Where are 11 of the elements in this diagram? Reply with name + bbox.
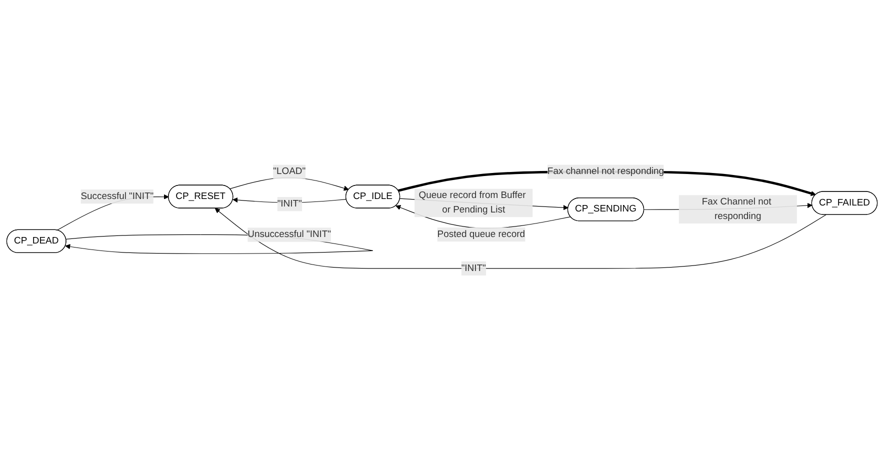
edge-label: Fax Channel not responding [702,196,772,222]
arrow [214,208,826,269]
edge-label: Posted queue record [437,229,526,240]
edge-label: Successful "INIT" [80,191,154,202]
edge-label: Unsuccessful "INIT" [248,229,332,240]
edge-label: "INIT" [277,198,302,209]
edge-label: Fax channel not responding [547,166,664,176]
state-diagram: Successful "INIT" "LOAD" Queue record from Buffer or Pending List "INIT" Posted queue record Fax channel not responding Fax Channel not responding "INIT" Unsuccessful "INIT" CP_DEAD CP_RESET CP_IDLE CP_SENDING CP_FAILED [2,160,882,280]
edge-label: Queue record from Buffer or Pending List [418,190,526,215]
edge-label: "LOAD" [273,166,306,176]
edge-label: "INIT" [461,262,486,274]
